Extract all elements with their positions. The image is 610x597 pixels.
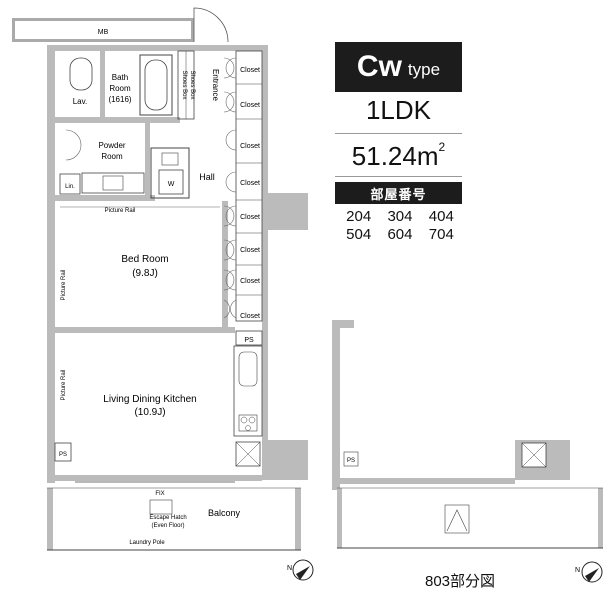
powder-label-2: Room	[101, 152, 123, 161]
linen: Lin.	[59, 173, 81, 195]
divider-top	[335, 133, 462, 134]
balcony-label: Balcony	[208, 508, 241, 518]
picture-rail-label-ldk: Picture Rail	[61, 370, 67, 401]
bed-room-label-1: Bed Room	[121, 254, 168, 265]
room-number: 604	[387, 226, 413, 243]
closet-label-7: Closet	[240, 278, 260, 285]
picture-rail-label-top: Picture Rail	[105, 208, 136, 214]
closet-label-6: Closet	[240, 247, 260, 254]
kitchen	[233, 345, 263, 437]
lav-room: Lav.	[69, 57, 93, 106]
unit-layout: 1LDK	[365, 95, 432, 125]
interior-walls	[55, 51, 235, 333]
powder-room: Powder Room	[65, 129, 145, 194]
unit-type-badge: Cw type	[335, 42, 462, 92]
hatch-box-kitchen	[235, 441, 261, 467]
unit-type-code: Cw	[356, 50, 402, 83]
lav-label: Lav.	[73, 97, 88, 106]
bed-room-label-2: (9.8J)	[132, 268, 158, 279]
compass-n-label: N	[287, 565, 292, 572]
room-number: 504	[346, 226, 372, 243]
mb-label: MB	[98, 29, 109, 36]
ldk-label-1: Living Dining Kitchen	[103, 394, 196, 405]
picture-rail-label-bed: Picture Rail	[61, 270, 67, 301]
escape-hatch-label-1: Escape Hatch	[149, 515, 186, 521]
unit-area-sup: 2	[438, 140, 446, 154]
washer: W	[150, 147, 190, 199]
room-number: 204	[346, 208, 372, 225]
closet-label-2: Closet	[240, 102, 260, 109]
partial-ps-label: PS	[347, 458, 355, 464]
unit-type-word: type	[407, 60, 441, 79]
closet-label-3: Closet	[240, 143, 260, 150]
closets: Closet Closet Closet Closet Closet Close…	[223, 50, 263, 322]
mb-box: MB	[12, 18, 194, 42]
unit-area-value: 51.24m	[351, 141, 439, 171]
ps-box-upper: PS	[235, 330, 263, 346]
shoes-box-label-1: Shoes Box	[181, 70, 187, 99]
lin-label: Lin.	[65, 184, 75, 190]
bath-label-2: Room	[109, 84, 131, 93]
hall-label: Hall	[199, 172, 215, 182]
compass-n-label-partial: N	[575, 567, 580, 574]
room-numbers-header: 部屋番号	[335, 182, 462, 204]
room-number: 304	[387, 208, 413, 225]
unit-area: 51.24m2	[335, 140, 462, 172]
ps-label-lower: PS	[59, 452, 67, 458]
laundry-pole-label: Laundry Pole	[129, 540, 165, 546]
entrance-door-swing	[193, 7, 229, 43]
closet-label-5: Closet	[240, 214, 260, 221]
closet-label-8: Closet	[240, 313, 260, 320]
bath-label-1: Bath	[112, 73, 128, 82]
partial-plan-803: PS	[332, 320, 603, 549]
shoes-box-label-2: Shoes Box	[189, 70, 195, 99]
balcony: Escape Hatch (Even Floor) Balcony Laundr…	[47, 487, 301, 551]
fix-label: FIX	[155, 491, 164, 497]
room-numbers-grid: 204 304 404 504 604 704	[338, 208, 462, 243]
room-number: 404	[428, 208, 454, 225]
ps-box-lower: PS	[54, 442, 72, 462]
outer-walls	[47, 45, 308, 483]
shoes-box: Shoes Box Shoes Box	[177, 50, 195, 120]
bath-room: Bath Room (1616)	[108, 54, 173, 116]
powder-label-1: Powder	[98, 141, 125, 150]
washer-label: W	[168, 181, 175, 188]
divider-bottom	[335, 176, 462, 177]
entrance-label: Entrance	[211, 69, 220, 102]
closet-label-4: Closet	[240, 180, 260, 187]
partial-plan-caption: 803部分図	[425, 573, 496, 590]
compass-icon-partial: N	[575, 561, 603, 583]
closet-label-1: Closet	[240, 67, 260, 74]
escape-hatch-label-2: (Even Floor)	[151, 523, 184, 529]
ldk-label-2: (10.9J)	[134, 407, 165, 418]
room-number: 704	[428, 226, 454, 243]
bath-label-3: (1616)	[108, 95, 131, 104]
ps-label-upper: PS	[244, 337, 254, 344]
compass-icon: N	[287, 559, 314, 581]
